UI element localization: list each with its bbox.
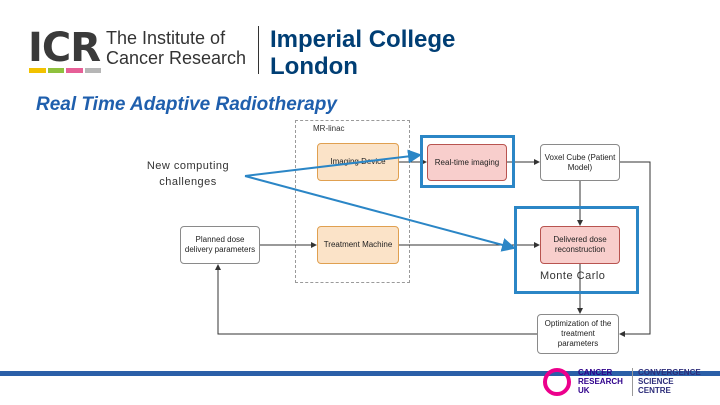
icr-logo: ICR <box>28 25 101 71</box>
icr-bar-grey <box>84 68 101 73</box>
monte-carlo-label: Monte Carlo <box>540 270 606 282</box>
node-voxel-cube: Voxel Cube (Patient Model) <box>540 144 620 181</box>
cruk-line2: RESEARCH <box>578 377 623 386</box>
cruk-line3: UK <box>578 386 590 395</box>
imperial-line1: Imperial College <box>270 26 456 53</box>
node-planned-dose: Planned dose delivery parameters <box>180 226 260 264</box>
node-voxel-cube-label: Voxel Cube (Patient Model) <box>544 152 616 172</box>
highlight-real-time-imaging <box>420 135 515 188</box>
logo-divider <box>258 26 259 74</box>
convergence-logo-text: CONVERGENCE SCIENCE CENTRE <box>638 368 701 395</box>
csc-line2: SCIENCE <box>638 377 674 386</box>
challenge-arrow-delivered <box>244 175 516 252</box>
challenge-arrow-realtime <box>244 149 422 177</box>
cruk-line1: CANCER <box>578 368 613 377</box>
mr-linac-label: MR-linac <box>313 124 345 133</box>
highlight-delivered-dose <box>514 206 639 294</box>
node-delivered-dose: Delivered dose reconstruction <box>540 226 620 264</box>
footer-bar <box>0 371 720 376</box>
icr-color-bars <box>29 68 101 73</box>
icr-name-line1: The Institute of <box>106 28 226 48</box>
node-real-time-imaging: Real-time imaging <box>427 144 507 181</box>
icr-bar-green <box>47 68 64 73</box>
edge-optim-planned <box>215 264 537 335</box>
mr-linac-group <box>295 120 410 283</box>
edge-voxel-optim <box>619 161 651 337</box>
csc-line1: CONVERGENCE <box>638 368 701 377</box>
node-planned-dose-label: Planned dose delivery parameters <box>184 235 256 254</box>
imperial-logo: Imperial College London <box>270 26 455 80</box>
node-optimization-label: Optimization of the treatment parameters <box>544 319 612 348</box>
slide-title: Real Time Adaptive Radiotherapy <box>36 94 337 115</box>
imperial-line2: London <box>270 53 358 80</box>
node-treatment-machine-label: Treatment Machine <box>323 240 393 249</box>
cruk-logo-text: CANCER RESEARCH UK <box>578 368 623 395</box>
csc-line3: CENTRE <box>638 386 671 395</box>
icr-name: The Institute of Cancer Research <box>106 28 246 68</box>
node-real-time-imaging-label: Real-time imaging <box>434 157 500 167</box>
icr-bar-pink <box>66 68 83 73</box>
challenge-label: New computing challenges <box>146 160 230 188</box>
node-treatment-machine: Treatment Machine <box>317 226 399 264</box>
cruk-logo-icon <box>543 368 571 396</box>
footer-divider <box>632 368 633 396</box>
icr-name-line2: Cancer Research <box>106 48 247 68</box>
node-delivered-dose-label: Delivered dose reconstruction <box>553 235 607 254</box>
icr-bar-yellow <box>29 68 46 73</box>
node-optimization: Optimization of the treatment parameters <box>537 314 619 354</box>
